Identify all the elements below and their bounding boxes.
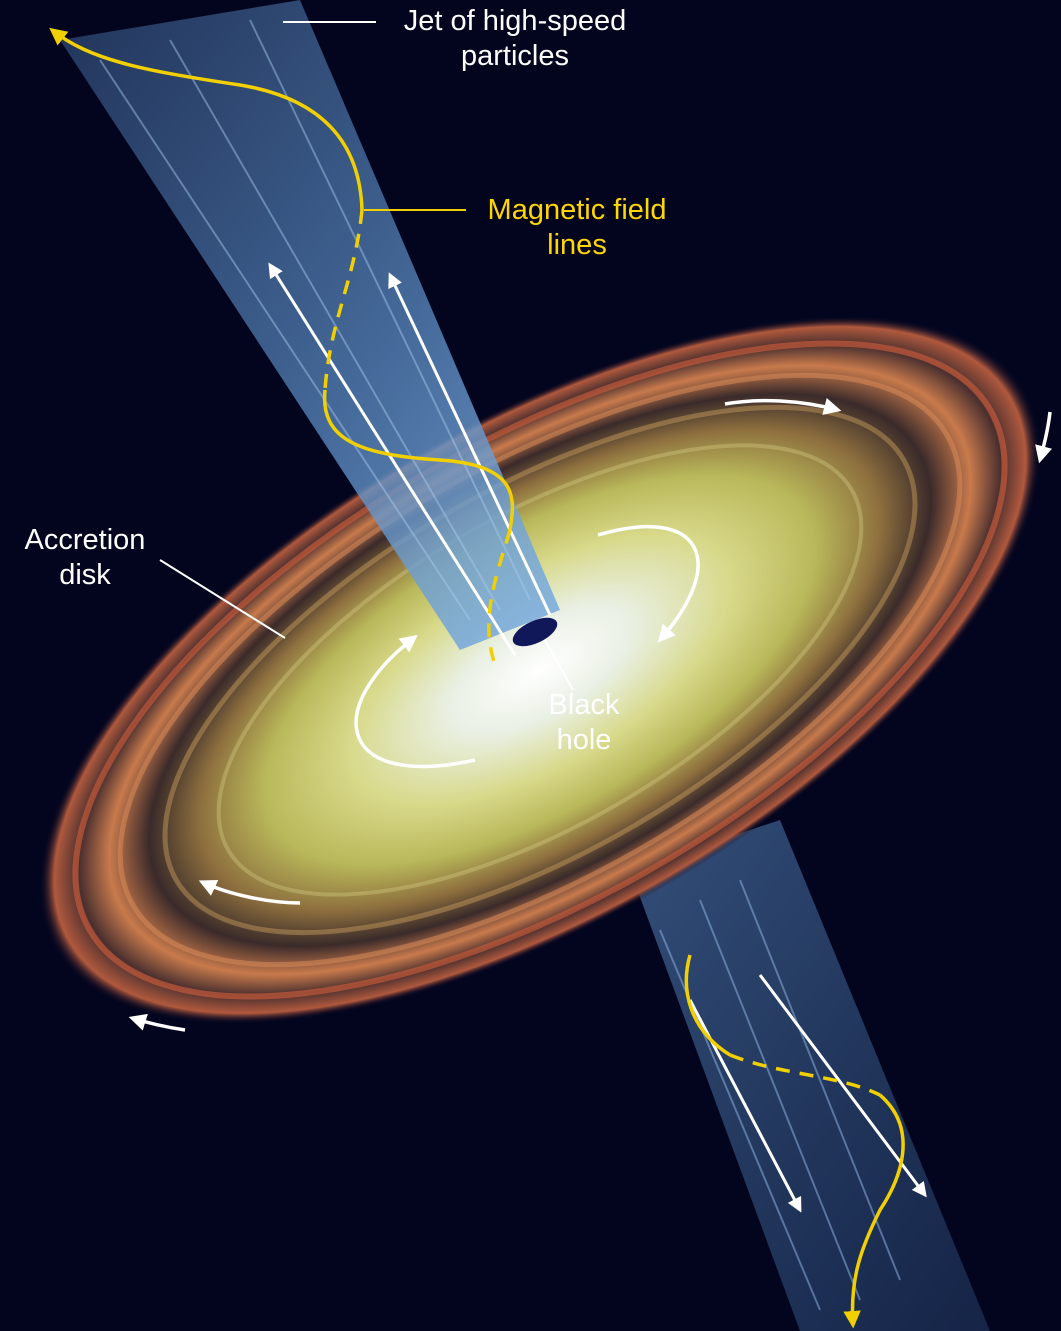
accretion-disk-label-line2: disk: [59, 559, 111, 591]
jet-label-line1: Jet of high-speed: [403, 5, 627, 37]
black-hole-label-line1: Black: [548, 689, 620, 721]
accretion-disk-label-line1: Accretion: [24, 524, 146, 556]
black-hole-label: Black hole: [536, 688, 632, 758]
upper-jet-streaks: [99, 19, 531, 621]
inner-rotation-arrow-right: [597, 524, 700, 643]
jet-arrow-upper-right: [388, 272, 552, 616]
magnetic-field-line-upper: [49, 27, 515, 666]
outer-rotation-arrow-right: [1035, 411, 1053, 464]
magnetic-field-line-lower: [684, 954, 905, 1329]
jet-arrow-upper-left: [268, 262, 517, 656]
upper-jet: [60, 0, 560, 650]
magnetic-field-label: Magnetic field lines: [474, 193, 680, 263]
inner-rotation-arrow-left: [354, 634, 476, 769]
jet-label: Jet of high-speed particles: [386, 4, 644, 74]
black-hole-label-line2: hole: [556, 724, 612, 756]
accretion-disk-label: Accretion disk: [12, 523, 158, 593]
black-hole-label-leader: [544, 639, 574, 691]
disk-label-leader: [159, 559, 286, 639]
magnetic-field-label-line1: Magnetic field: [487, 194, 667, 226]
outer-rotation-arrow-top: [724, 397, 842, 415]
black-hole: [512, 617, 558, 647]
jet-label-line2: particles: [461, 40, 569, 72]
outer-rotation-arrow-lower: [198, 879, 301, 905]
jet-arrow-lower-right: [758, 974, 927, 1198]
outer-rotation-arrow-bottom: [128, 1013, 186, 1032]
magnetic-field-label-line2: lines: [547, 229, 607, 261]
accretion-disk: [39, 316, 1041, 1024]
disk-rotation-arrows: [128, 397, 1053, 1032]
